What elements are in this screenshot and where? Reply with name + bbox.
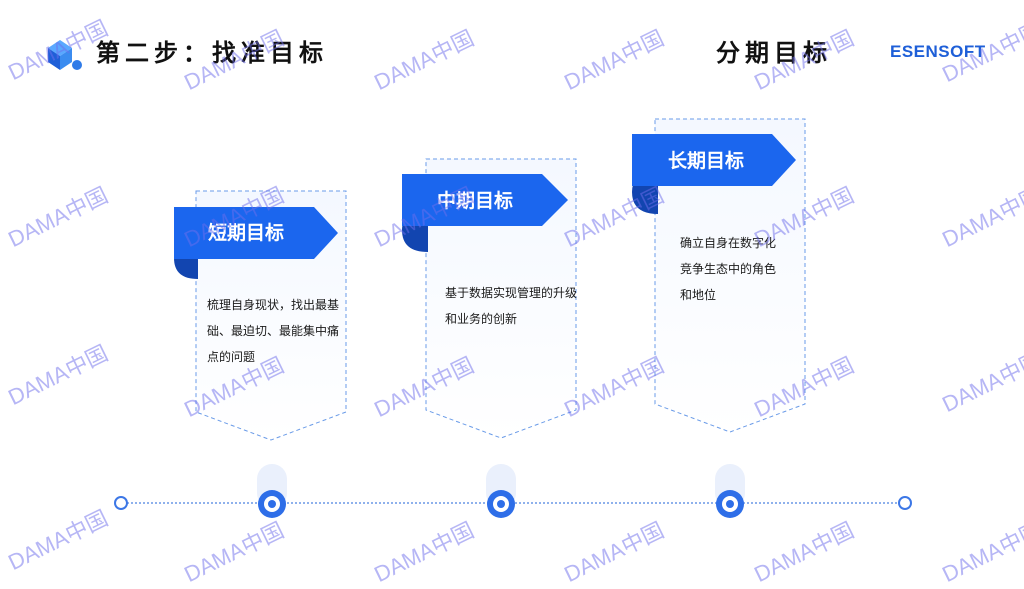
card-frame <box>654 118 806 433</box>
watermark-text: DAMA中国 <box>4 505 112 575</box>
watermark-text: DAMA中国 <box>370 25 478 95</box>
watermark-text: DAMA中国 <box>180 517 288 587</box>
card-frame <box>425 158 577 439</box>
goal-title-long: 长期目标 <box>668 150 745 172</box>
watermark-text: DAMA中国 <box>370 517 478 587</box>
goal-card-mid: 基于数据实现管理的升级和业务的创新 <box>425 158 577 440</box>
goal-card-body: 基于数据实现管理的升级和业务的创新 <box>445 286 578 326</box>
goal-title-mid: 中期目标 <box>437 190 514 212</box>
timeline-node-long <box>716 490 744 518</box>
section-title: 分期目标 <box>716 39 832 67</box>
watermark-text: DAMA中国 <box>938 517 1024 587</box>
timeline-node-mid <box>487 490 515 518</box>
goal-title-short: 短期目标 <box>208 222 285 244</box>
watermark-text: DAMA中国 <box>938 182 1024 252</box>
watermark-text: DAMA中国 <box>560 25 668 95</box>
goal-ribbon-long <box>632 134 796 214</box>
timeline-start-dot <box>114 496 128 510</box>
watermark-text: DAMA中国 <box>938 347 1024 417</box>
watermark-text: DAMA中国 <box>4 340 112 410</box>
goal-ribbon-short <box>174 207 338 279</box>
goal-card-body: 确立自身在数字化竞争生态中的角色和地位 <box>680 236 777 302</box>
watermark-text: DAMA中国 <box>560 517 668 587</box>
watermark-text: DAMA中国 <box>750 517 858 587</box>
goal-ribbon-mid <box>402 174 568 252</box>
goal-card-long: 确立自身在数字化竞争生态中的角色和地位 <box>654 118 806 434</box>
goal-card-body: 梳理自身现状，找出最基础、最迫切、最能集中痛点的问题 <box>207 298 340 364</box>
cube-logo-icon <box>48 40 82 70</box>
timeline-end-dot <box>898 496 912 510</box>
page-title: 第二步：找准目标 <box>96 39 328 67</box>
brand-logo: ESENSOFT <box>890 42 986 61</box>
watermark-text: DAMA中国 <box>4 182 112 252</box>
timeline-node-short <box>258 490 286 518</box>
